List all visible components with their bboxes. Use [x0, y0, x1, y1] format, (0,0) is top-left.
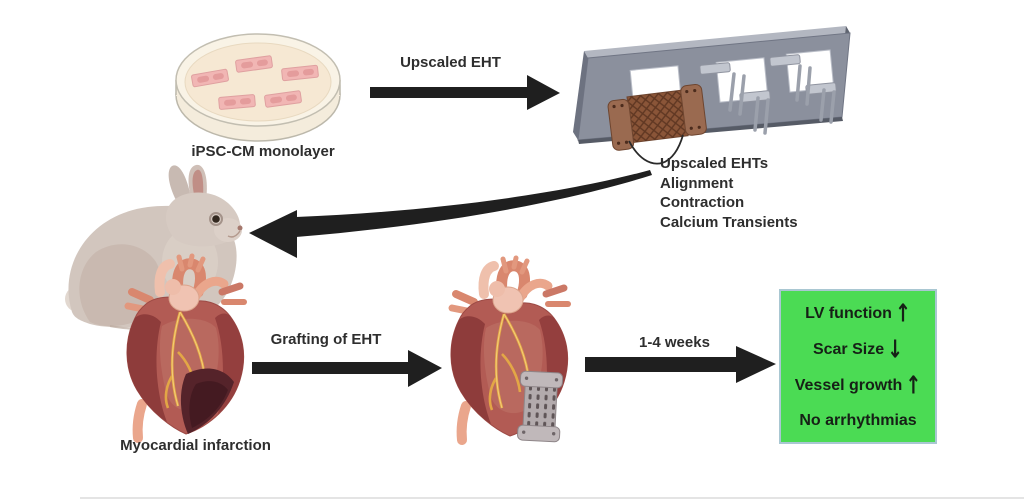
outcome-line: Upscaled EHTs	[660, 155, 769, 172]
curved-arrow-to-rabbit	[249, 170, 652, 258]
result-label: No arrhythmias	[799, 411, 917, 429]
upscaled-eht-arrow-label: Upscaled EHT	[400, 54, 501, 71]
leader-line	[628, 134, 684, 165]
result-row: Scar Size ↓	[783, 335, 933, 364]
result-row: Vessel growth ↑	[783, 371, 933, 400]
down-arrow-icon: ↓	[887, 335, 904, 364]
page-edge-line	[80, 497, 1024, 499]
eht-patch-icon	[607, 83, 707, 151]
grafting-arrow-label: Grafting of EHT	[270, 331, 382, 348]
myocardial-infarction-label: Myocardial infarction	[120, 437, 271, 454]
grafted-heart-icon	[451, 258, 568, 442]
petri-dish-label: iPSC-CM monolayer	[191, 143, 335, 160]
up-arrow-icon: ↑	[905, 371, 922, 400]
result-label: LV function	[805, 305, 892, 322]
weeks-arrow-label: 1-4 weeks	[639, 334, 710, 351]
petri-dish-icon	[175, 33, 341, 142]
outcome-line: Calcium Transients	[660, 213, 798, 231]
outcome-line: Alignment	[660, 174, 734, 192]
eht-device-icon	[573, 26, 851, 151]
device-clamps	[699, 54, 837, 135]
tissue-strips	[191, 55, 319, 110]
results-box: LV function ↑ Scar Size ↓ Vessel growth …	[779, 289, 937, 444]
infarcted-heart-icon	[127, 256, 244, 438]
arrow-right-weeks	[585, 346, 776, 383]
result-row: LV function ↑	[783, 299, 933, 328]
result-label: Scar Size	[812, 341, 885, 358]
outcome-line: Contraction	[660, 194, 745, 211]
up-arrow-icon: ↑	[894, 299, 911, 328]
arrow-right-grafting	[252, 350, 442, 387]
grafted-patch-icon	[517, 370, 564, 443]
eht-outcomes-list: Upscaled EHTs Alignment Contraction Calc…	[660, 154, 798, 232]
result-row: No arrhythmias	[783, 411, 933, 429]
result-label: Vessel growth	[794, 377, 903, 394]
arrow-right-upscaled	[370, 75, 560, 110]
